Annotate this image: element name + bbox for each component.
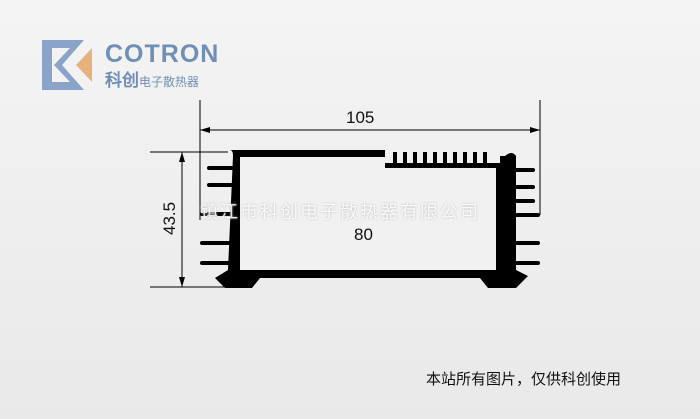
right-fins: [503, 168, 540, 265]
logo-mark: [42, 40, 92, 90]
brand-name: COTRON: [105, 40, 220, 68]
brand-name-cn: 科创电子散热器: [105, 71, 200, 90]
top-fins: [393, 152, 487, 164]
dimension-inner-width-label: 80: [354, 225, 373, 244]
dimension-width-label: 105: [346, 108, 375, 127]
footer-note: 本站所有图片，仅供科创使用: [426, 371, 622, 388]
dimension-height-label: 43.5: [160, 201, 179, 235]
watermark: 镇江市科创电子散热器有限公司: [200, 202, 480, 222]
left-fins: [200, 166, 235, 265]
profile-body: [200, 150, 540, 288]
